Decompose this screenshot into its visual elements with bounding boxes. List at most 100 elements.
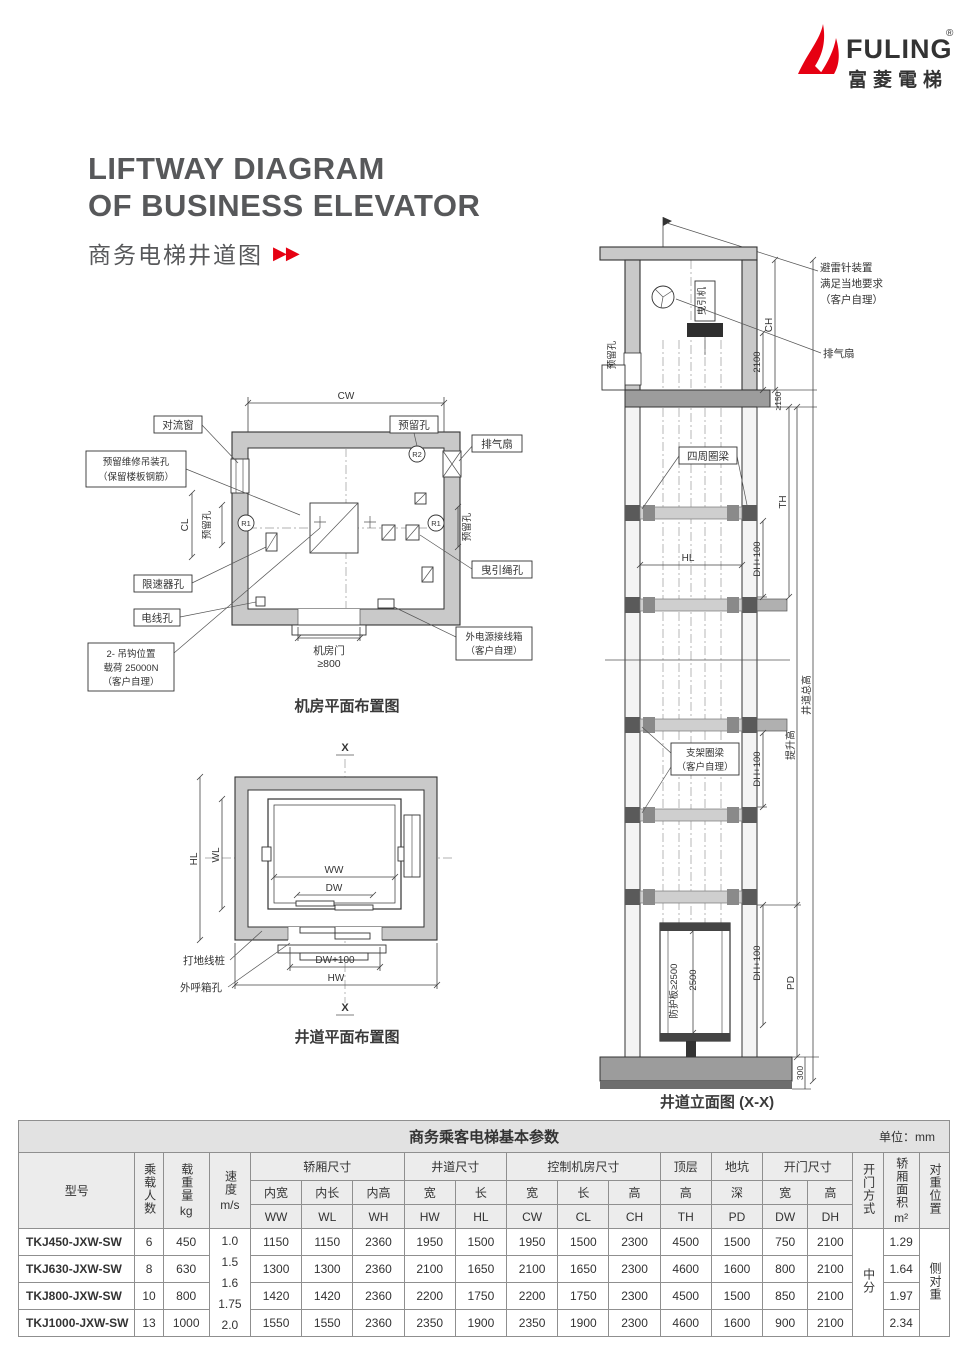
play-arrows-icon: ▶▶ <box>273 242 300 263</box>
table-row: TKJ800-JXW-SW 10 800 1420 1420 2360 2200… <box>17 1282 950 1310</box>
cell: 2300 <box>608 1228 661 1256</box>
ring-beams <box>625 505 757 905</box>
cell: 1.64 <box>882 1255 920 1283</box>
cell: 2100 <box>807 1282 854 1310</box>
cell: 2200 <box>506 1282 559 1310</box>
cell: 6 <box>134 1228 164 1256</box>
machine-room-plan: R2 R1 R1 CW CL 预留孔 预留孔 对流窗 预留孔 <box>85 391 533 715</box>
cell: 1650 <box>557 1255 610 1283</box>
machine-room-structure <box>599 246 771 408</box>
cell: 800 <box>762 1255 809 1283</box>
cell: 1950 <box>506 1228 559 1256</box>
cell: 1420 <box>249 1282 303 1310</box>
shaft-plan-labels: 打地线桩 外呼箱孔 <box>180 930 291 994</box>
label-hook-3: （客户自理） <box>102 676 159 688</box>
cell: 1300 <box>301 1255 354 1283</box>
cell: 1.97 <box>882 1282 920 1310</box>
code-header: CW <box>506 1204 559 1229</box>
label-machine-room-door-min: ≥800 <box>317 658 340 670</box>
page-title-line1: LIFTWAY DIAGRAM <box>88 151 385 186</box>
code-header: CL <box>557 1204 610 1229</box>
pit-floor <box>599 1056 793 1089</box>
machine-room-walls <box>230 431 462 636</box>
code-header: HW <box>403 1204 456 1229</box>
sub-header: 内宽 <box>249 1180 303 1205</box>
label-ring-beam: 四周圈梁 <box>687 450 729 463</box>
elevation-dimensions: CH 2100 ≥150 TH DH+100 HL DH+100 DH+100 … <box>636 256 819 1090</box>
table-title: 商务乘客电梯基本参数 <box>408 1129 559 1146</box>
dim-150: ≥150 <box>773 391 783 410</box>
traction-machine-footprint <box>309 502 376 554</box>
cell: 1500 <box>710 1228 764 1256</box>
label-junction-box-1: 外电源接线箱 <box>465 631 522 643</box>
code-header: WH <box>352 1204 405 1229</box>
counterweight-plan <box>403 814 421 878</box>
sub-header: 高 <box>807 1180 854 1205</box>
page-title-cn: 商务电梯井道图 <box>88 242 263 268</box>
table-unit: 单位：mm <box>879 1130 935 1144</box>
table-row: TKJ450-JXW-SW 6 450 1.0 1.5 1.6 1.75 2.0… <box>17 1228 951 1337</box>
elevation-caption: 井道立面图 (X-X) <box>660 1093 774 1111</box>
cell: 750 <box>762 1228 809 1256</box>
cell: 2350 <box>506 1309 559 1337</box>
table-title-bar: 商务乘客电梯基本参数 单位：mm <box>18 1120 950 1152</box>
model-cell: TKJ1000-JXW-SW <box>17 1309 136 1337</box>
dim-total-height: 井道总高 <box>800 675 813 715</box>
door-type-cell: 中分 <box>852 1228 884 1337</box>
machine-room-dimensions: CW CL 预留孔 预留孔 <box>180 391 473 642</box>
elevator-car-elevation <box>659 922 731 1057</box>
cell: 1750 <box>454 1282 508 1310</box>
sub-header: 高 <box>659 1180 712 1205</box>
code-header: TH <box>659 1204 712 1229</box>
dim-wl: WL <box>211 847 222 862</box>
cell: 4600 <box>659 1255 712 1283</box>
dim-hw: HW <box>328 973 345 984</box>
label-lightning-2: 满足当地要求 <box>820 277 883 290</box>
label-traction-machine: 曳引机 <box>696 286 708 315</box>
sub-header: 宽 <box>403 1180 456 1205</box>
corner-radius-marks: R2 R1 R1 <box>237 445 445 532</box>
fuling-logo: FULING ® 富菱電梯 <box>798 24 954 91</box>
shaft-elevation: CH 2100 ≥150 TH DH+100 HL DH+100 DH+100 … <box>599 217 883 1111</box>
model-cell: TKJ450-JXW-SW <box>17 1228 136 1256</box>
cell: 4500 <box>659 1228 712 1256</box>
landing-floors <box>639 505 788 905</box>
page-title-line2: OF BUSINESS ELEVATOR <box>88 188 481 223</box>
code-header: CH <box>608 1204 661 1229</box>
dim-lift-height: 提升高 <box>784 730 797 760</box>
code-header: PD <box>710 1204 764 1229</box>
label-ground-stake: 打地线桩 <box>183 954 225 967</box>
code-header: DW <box>762 1204 809 1229</box>
floor-holes <box>255 492 434 609</box>
cell: 2300 <box>608 1282 661 1310</box>
machine-room-caption: 机房平面布置图 <box>294 697 399 715</box>
brand-cn-text: 富菱電梯 <box>848 68 948 91</box>
group-pit: 地坑 <box>710 1152 764 1181</box>
cell: 2300 <box>608 1255 661 1283</box>
dim-dw: DW <box>326 883 343 894</box>
cell: 1950 <box>403 1228 456 1256</box>
dim-reserved-left: 预留孔 <box>201 510 213 539</box>
cell: 1000 <box>162 1309 210 1337</box>
cell: 4500 <box>659 1282 712 1310</box>
cell: 13 <box>134 1309 164 1337</box>
label-machine-room-door: 机房门 <box>313 644 345 657</box>
cell: 2300 <box>608 1309 661 1337</box>
cell: 800 <box>162 1282 210 1310</box>
dim-300: 300 <box>795 1066 805 1080</box>
cell: 2100 <box>403 1255 456 1283</box>
dim-ch: CH <box>764 318 775 332</box>
title-block: LIFTWAY DIAGRAM OF BUSINESS ELEVATOR 商务电… <box>88 150 480 270</box>
code-header: WW <box>249 1204 303 1229</box>
label-bracket-beam-2: （客户自理） <box>676 761 733 773</box>
table-row: TKJ630-JXW-SW 8 630 1300 1300 2360 2100 … <box>17 1255 950 1283</box>
cell: 2100 <box>807 1228 854 1256</box>
cell: 2100 <box>807 1309 854 1337</box>
dim-hl: HL <box>189 852 200 865</box>
shaft-plan: X WW DW <box>180 742 455 1046</box>
code-header: DH <box>807 1204 854 1229</box>
sub-header: 宽 <box>762 1180 809 1205</box>
col-counterweight: 对重位置 <box>918 1152 951 1229</box>
lightning-rod <box>662 217 819 272</box>
